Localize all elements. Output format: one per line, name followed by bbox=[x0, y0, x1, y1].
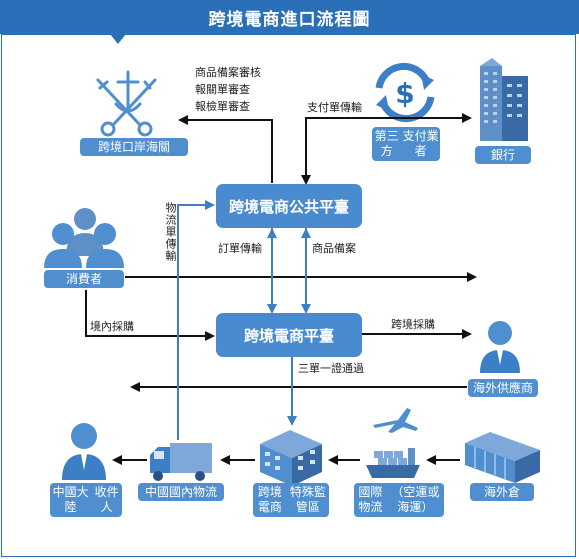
platform-node: 跨境電商平臺 bbox=[216, 313, 362, 357]
consumers-icon bbox=[44, 208, 124, 268]
special-zone-line2: 特殊監管區 bbox=[289, 485, 326, 514]
domestic-logistics-node: 中國國內物流 bbox=[138, 483, 224, 501]
consumer-node: 消費者 bbox=[44, 270, 124, 288]
recipient-line2: 收件人 bbox=[94, 485, 119, 514]
customs-review-2: 報關單審查 bbox=[195, 83, 250, 96]
intl-logistics-node: 國際物流 （空運或海運） bbox=[354, 483, 444, 517]
payment-transfer-label: 支付單傳輸 bbox=[307, 101, 362, 114]
bank-node: 銀行 bbox=[475, 146, 531, 164]
dollar-cycle-icon: $ bbox=[375, 62, 435, 123]
warehouse-icon bbox=[465, 432, 540, 483]
customs-review-text: 商品備案審核 報關單審查 報檢單審查 bbox=[195, 64, 261, 115]
bank-building-icon bbox=[480, 58, 528, 141]
recipient-person-icon bbox=[62, 423, 106, 480]
overseas-warehouse-node: 海外倉 bbox=[470, 483, 534, 501]
supplier-person-icon bbox=[480, 321, 520, 373]
overseas-supplier-node: 海外供應商 bbox=[468, 379, 538, 397]
domestic-purchase-label: 境內採購 bbox=[90, 320, 134, 333]
third-party-line2: 支付業者 bbox=[402, 129, 439, 158]
arrows-black bbox=[85, 113, 477, 465]
customs-review-1: 商品備案審核 bbox=[195, 66, 261, 79]
svg-text:$: $ bbox=[395, 77, 414, 110]
product-filing-label: 商品備案 bbox=[312, 242, 356, 255]
intl-logistics-line1: 國際物流 bbox=[358, 485, 383, 514]
intl-logistics-line2: （空運或海運） bbox=[391, 485, 440, 514]
third-party-payment-node: 第三方 支付業者 bbox=[372, 127, 440, 161]
third-party-line1: 第三方 bbox=[374, 129, 399, 158]
cross-border-purchase-label: 跨境採購 bbox=[391, 318, 435, 331]
diagram-title: 跨境電商進口流程圖 bbox=[0, 0, 579, 34]
truck-icon bbox=[150, 443, 212, 481]
plane-ship-icon bbox=[366, 408, 420, 478]
order-transfer-label: 訂單傳輸 bbox=[218, 242, 262, 255]
customs-node: 跨境口岸海關 bbox=[80, 138, 188, 156]
customs-review-3: 報檢單審查 bbox=[195, 100, 250, 113]
logistics-transfer-label: 物流單傳輸 bbox=[164, 202, 177, 262]
arrows-blue bbox=[177, 200, 311, 440]
diagram-frame bbox=[1, 34, 576, 557]
recipient-node: 中國大陸 收件人 bbox=[50, 483, 122, 517]
warehouse-building-icon bbox=[260, 430, 322, 486]
title-notch bbox=[110, 34, 126, 44]
public-platform-node: 跨境電商公共平臺 bbox=[216, 184, 362, 228]
special-zone-node: 跨境電商 特殊監管區 bbox=[253, 483, 329, 517]
special-zone-line1: 跨境電商 bbox=[257, 485, 282, 514]
recipient-line1: 中國大陸 bbox=[52, 485, 89, 514]
three-docs-label: 三單一證通過 bbox=[298, 362, 364, 375]
keys-anchor-icon bbox=[96, 70, 157, 137]
